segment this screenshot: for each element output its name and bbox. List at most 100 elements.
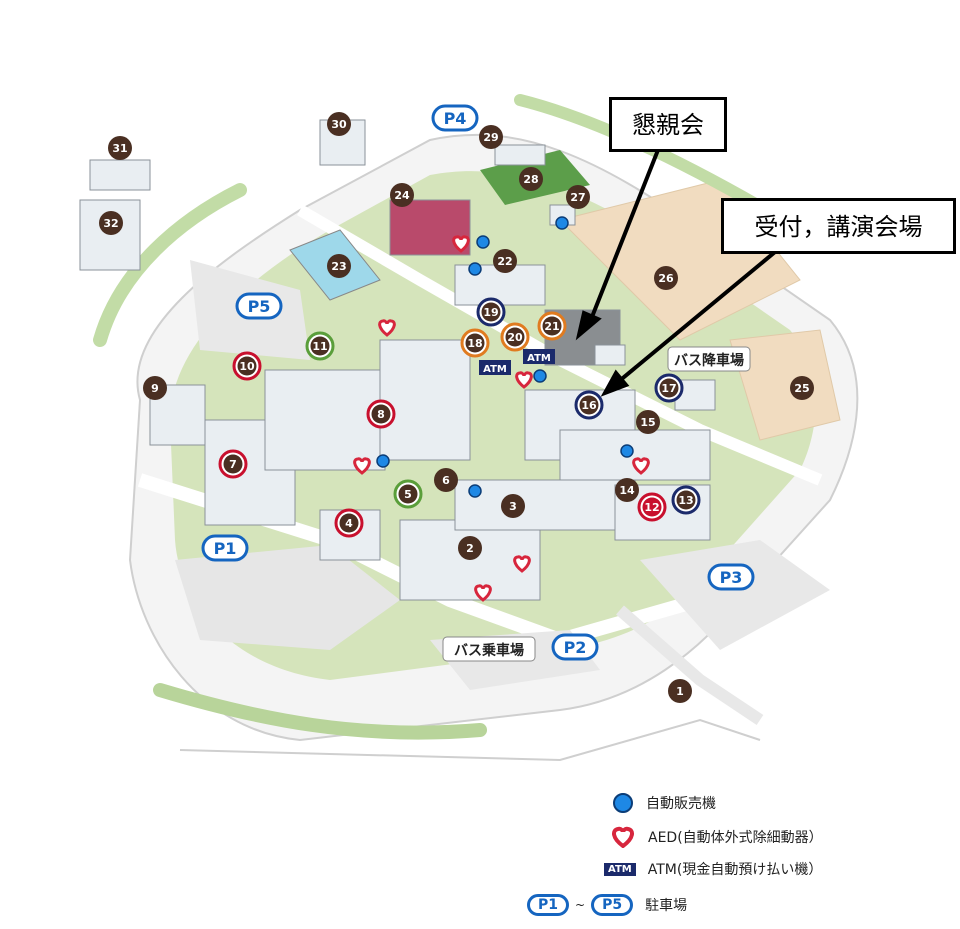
parking-marker-frame bbox=[431, 104, 479, 132]
parking-marker-label: P3 bbox=[720, 568, 743, 587]
building-marker-dot bbox=[542, 316, 562, 336]
building-marker-11[interactable]: 11 bbox=[305, 331, 335, 361]
building-marker-dot bbox=[310, 336, 330, 356]
building-marker-12[interactable]: 12 bbox=[637, 492, 667, 522]
building-marker-dot bbox=[327, 112, 351, 136]
building-marker-6[interactable]: 6 bbox=[434, 468, 458, 492]
building-block-3 bbox=[454, 479, 636, 531]
building-marker-dot bbox=[223, 454, 243, 474]
building-marker-dot bbox=[237, 356, 257, 376]
aed-heart-icon bbox=[378, 319, 396, 337]
building-marker-13[interactable]: 13 bbox=[671, 485, 701, 515]
building-marker-25[interactable]: 25 bbox=[790, 376, 814, 400]
building-marker-19[interactable]: 19 bbox=[476, 297, 506, 327]
building-marker-20[interactable]: 20 bbox=[500, 322, 530, 352]
building-marker-dot bbox=[676, 490, 696, 510]
building-marker-label: 15 bbox=[640, 416, 655, 429]
bus-board-label: バス乗車場 bbox=[442, 636, 536, 662]
building-marker-label: 17 bbox=[661, 382, 676, 395]
building-markers: 1234567891011121314151617181920212223242… bbox=[99, 112, 814, 703]
parking-marker-frame bbox=[551, 633, 599, 661]
legend-atm-text: ATM(現金自動預け払い機） bbox=[647, 862, 823, 878]
parking-marker-p2[interactable]: P2 bbox=[551, 633, 599, 661]
parking-marker-p3[interactable]: P3 bbox=[707, 563, 755, 591]
building-marker-dot bbox=[636, 410, 660, 434]
building-marker-31[interactable]: 31 bbox=[108, 136, 132, 160]
aed-heart-icon bbox=[513, 555, 531, 573]
building-marker-29[interactable]: 29 bbox=[479, 125, 503, 149]
building-block-8b bbox=[379, 339, 471, 461]
parking-marker-p4[interactable]: P4 bbox=[431, 104, 479, 132]
building-marker-dot bbox=[790, 376, 814, 400]
building-marker-label: 32 bbox=[103, 217, 118, 230]
building-marker-14[interactable]: 14 bbox=[615, 478, 639, 502]
vending-machine-icon bbox=[376, 454, 390, 468]
building-marker-label: 6 bbox=[442, 474, 450, 487]
building-marker-label: 8 bbox=[377, 408, 385, 421]
konshinkai-callout: 懇親会 bbox=[609, 97, 727, 152]
building-marker-10[interactable]: 10 bbox=[232, 351, 262, 381]
building-marker-label: 25 bbox=[794, 382, 809, 395]
parking-marker-frame bbox=[707, 563, 755, 591]
building-block-20 bbox=[594, 344, 626, 366]
parking-marker-p5[interactable]: P5 bbox=[235, 292, 283, 320]
building-marker-dot bbox=[465, 333, 485, 353]
building-marker-dot bbox=[327, 254, 351, 278]
building-marker-label: 4 bbox=[345, 517, 353, 530]
parking-marker-frame bbox=[201, 534, 249, 562]
parking-p1-icon: P1 bbox=[527, 894, 570, 916]
building-marker-label: 30 bbox=[331, 118, 347, 131]
building-marker-27[interactable]: 27 bbox=[566, 185, 590, 209]
building-marker-dot bbox=[390, 183, 414, 207]
building-marker-label: 22 bbox=[497, 255, 512, 268]
building-marker-22[interactable]: 22 bbox=[493, 249, 517, 273]
building-marker-label: 24 bbox=[394, 189, 410, 202]
building-marker-28[interactable]: 28 bbox=[519, 167, 543, 191]
vending-machine-icon bbox=[620, 444, 634, 458]
building-marker-label: 27 bbox=[570, 191, 585, 204]
building-marker-5[interactable]: 5 bbox=[393, 479, 423, 509]
building-marker-32[interactable]: 32 bbox=[99, 211, 123, 235]
aed-heart-icon bbox=[353, 457, 371, 475]
building-marker-label: 13 bbox=[678, 494, 693, 507]
building-marker-label: 12 bbox=[644, 501, 659, 514]
legend-parking-text: 駐車場 bbox=[645, 898, 688, 914]
atm-badge-icon: ATM bbox=[604, 862, 636, 876]
reception-callout: 受付，講演会場 bbox=[721, 198, 956, 254]
building-marker-dot bbox=[371, 404, 391, 424]
vending-machine-icon bbox=[555, 216, 569, 230]
building-marker-17[interactable]: 17 bbox=[654, 373, 684, 403]
parking-marker-label: P5 bbox=[248, 297, 271, 316]
parking-marker-p1[interactable]: P1 bbox=[201, 534, 249, 562]
parking-marker-frame bbox=[235, 292, 283, 320]
building-marker-18[interactable]: 18 bbox=[460, 328, 490, 358]
building-marker-16[interactable]: 16 bbox=[574, 390, 604, 420]
building-marker-3[interactable]: 3 bbox=[501, 494, 525, 518]
building-marker-label: 31 bbox=[112, 142, 127, 155]
building-marker-label: 1 bbox=[676, 685, 684, 698]
building-marker-1[interactable]: 1 bbox=[668, 679, 692, 703]
building-marker-dot bbox=[99, 211, 123, 235]
vending-machine-icon bbox=[468, 262, 482, 276]
building-marker-7[interactable]: 7 bbox=[218, 449, 248, 479]
building-marker-9[interactable]: 9 bbox=[143, 376, 167, 400]
building-marker-8[interactable]: 8 bbox=[366, 399, 396, 429]
aed-heart-icon bbox=[474, 584, 492, 602]
building-marker-21[interactable]: 21 bbox=[537, 311, 567, 341]
building-marker-15[interactable]: 15 bbox=[636, 410, 660, 434]
bus-drop-text: バス降車場 bbox=[674, 352, 744, 369]
building-marker-4[interactable]: 4 bbox=[334, 508, 364, 538]
ground-layer bbox=[93, 94, 859, 762]
atm-icon: ATM bbox=[523, 349, 555, 364]
building-marker-26[interactable]: 26 bbox=[654, 266, 678, 290]
building-marker-label: 18 bbox=[467, 337, 482, 350]
building-block-29 bbox=[494, 144, 546, 166]
building-marker-dot bbox=[659, 378, 679, 398]
building-marker-24[interactable]: 24 bbox=[390, 183, 414, 207]
building-marker-30[interactable]: 30 bbox=[327, 112, 351, 136]
building-marker-dot bbox=[339, 513, 359, 533]
building-marker-23[interactable]: 23 bbox=[327, 254, 351, 278]
building-marker-2[interactable]: 2 bbox=[458, 536, 482, 560]
